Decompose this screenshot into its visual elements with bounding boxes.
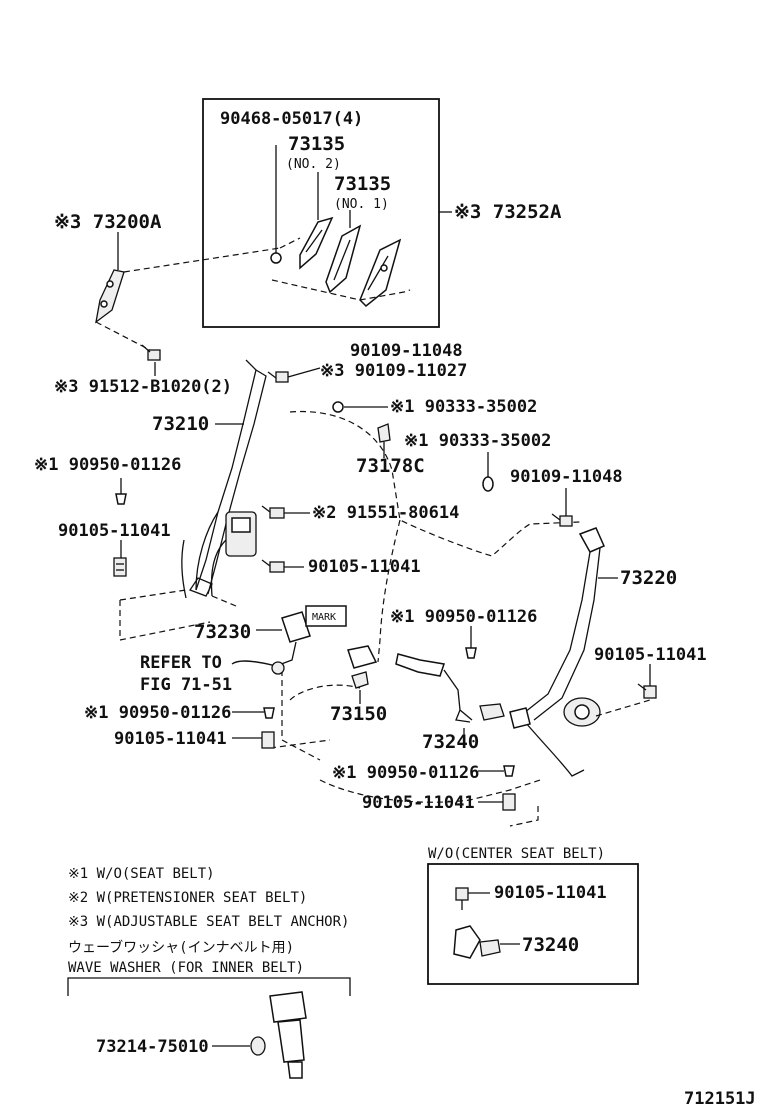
note-1: ※1 W/O(SEAT BELT) xyxy=(68,866,215,882)
wave-washer-icon xyxy=(465,647,477,659)
adjustable-anchor-rail xyxy=(95,269,125,324)
label-mark: MARK xyxy=(312,612,336,623)
label-p10: ※3 91512-B1020(2) xyxy=(54,377,232,397)
seat-outline xyxy=(119,589,237,641)
label-refer-to: REFER TO xyxy=(140,653,222,673)
inset-dash-lines xyxy=(271,237,411,301)
dash-lines xyxy=(95,247,281,351)
label-p17: 90105-11041 xyxy=(58,521,171,541)
washer-icon xyxy=(270,252,282,264)
dash-lines xyxy=(595,699,651,717)
wave-washer-icon xyxy=(263,707,275,719)
label-p26: 90105-11041 xyxy=(594,645,707,665)
bolt-icon xyxy=(261,731,275,749)
label-p23: ※1 90950-01126 xyxy=(390,607,537,627)
seat-outline xyxy=(281,670,361,761)
label-p4: 73135 xyxy=(334,173,391,195)
bolt-icon xyxy=(637,683,657,699)
wave-washer-icon xyxy=(503,765,515,777)
washer-icon xyxy=(482,476,494,492)
label-p7: ※3 73200A xyxy=(54,211,162,233)
wo-center-seat-belt-box xyxy=(427,863,639,985)
label-p12: ※1 90333-35002 xyxy=(390,397,537,417)
label-p29: 90105-11041 xyxy=(114,729,227,749)
bolt-icon xyxy=(113,557,127,577)
label-p31: ※1 90950-01126 xyxy=(332,763,479,783)
anchor-cover-no2 xyxy=(299,216,334,270)
label-p27: ※1 90950-01126 xyxy=(84,703,231,723)
seat-outline xyxy=(377,519,401,663)
label-p30: 73240 xyxy=(422,731,479,753)
adjustable-anchor-inset-box xyxy=(202,98,440,328)
label-p28: 73150 xyxy=(330,703,387,725)
label-p1: 90468-05017(4) xyxy=(220,109,363,129)
label-p19: 90105-11041 xyxy=(308,557,421,577)
anchor-bolt-icon xyxy=(267,371,289,383)
center-belt-anchor-icon xyxy=(453,925,501,959)
label-p14: ※1 90333-35002 xyxy=(404,431,551,451)
buckle-assembly xyxy=(231,605,347,675)
inner-belt-buckle-icon xyxy=(250,991,307,1079)
label-p34: 73240 xyxy=(522,934,579,956)
label-p9: ※3 90109-11027 xyxy=(320,361,467,381)
anchor-bolt-icon xyxy=(551,513,573,527)
label-p8: 90109-11048 xyxy=(350,341,463,361)
retractor-bolt-icon xyxy=(261,559,285,573)
seat-back-outline xyxy=(289,410,581,557)
note-2: ※2 W(PRETENSIONER SEAT BELT) xyxy=(68,890,307,906)
cover-clip-icon xyxy=(377,423,391,443)
washer-icon xyxy=(332,401,344,413)
note-4-jp: ウェーブワッシャ(インナベルト用) xyxy=(68,939,294,956)
label-p13: 73178C xyxy=(356,455,425,477)
leader-line xyxy=(287,367,321,378)
label-p2: 73135 xyxy=(288,133,345,155)
wo-center-seat-belt-title: W/O(CENTER SEAT BELT) xyxy=(428,846,605,862)
note-5: WAVE WASHER (FOR INNER BELT) xyxy=(68,960,304,976)
anchor-cover-rail xyxy=(359,238,402,308)
pretensioner-bolt-icon xyxy=(261,505,285,519)
label-p5: (NO. 1) xyxy=(334,197,389,212)
center-belt-assembly xyxy=(395,653,505,723)
label-p32: 90105-11041 xyxy=(362,793,475,813)
note-3: ※3 W(ADJUSTABLE SEAT BELT ANCHOR) xyxy=(68,914,349,930)
label-p22: 73230 xyxy=(194,621,251,643)
wave-washer-icon xyxy=(115,493,127,505)
center-buckle-icon xyxy=(347,645,378,689)
label-p3: (NO. 2) xyxy=(286,157,341,172)
anchor-bolt-icon xyxy=(141,344,161,361)
anchor-cover-no1 xyxy=(325,224,362,294)
bolt-icon xyxy=(455,887,469,910)
label-p16: 90109-11048 xyxy=(510,467,623,487)
seat-outline xyxy=(269,739,541,827)
outer-belt-right-assembly xyxy=(509,527,605,777)
label-p35: 73214-75010 xyxy=(96,1037,209,1057)
label-p18: ※2 91551-80614 xyxy=(312,503,459,523)
figure-code: 712151J xyxy=(684,1089,756,1109)
bracket-line xyxy=(67,977,351,996)
bolt-icon xyxy=(502,793,516,811)
label-fig: FIG 71-51 xyxy=(140,675,232,695)
outer-belt-assembly xyxy=(181,359,267,599)
label-p33: 90105-11041 xyxy=(494,883,607,903)
label-p11: 73210 xyxy=(152,413,209,435)
label-p6: ※3 73252A xyxy=(454,201,562,223)
label-p20: 73220 xyxy=(620,567,677,589)
label-p15: ※1 90950-01126 xyxy=(34,455,181,475)
